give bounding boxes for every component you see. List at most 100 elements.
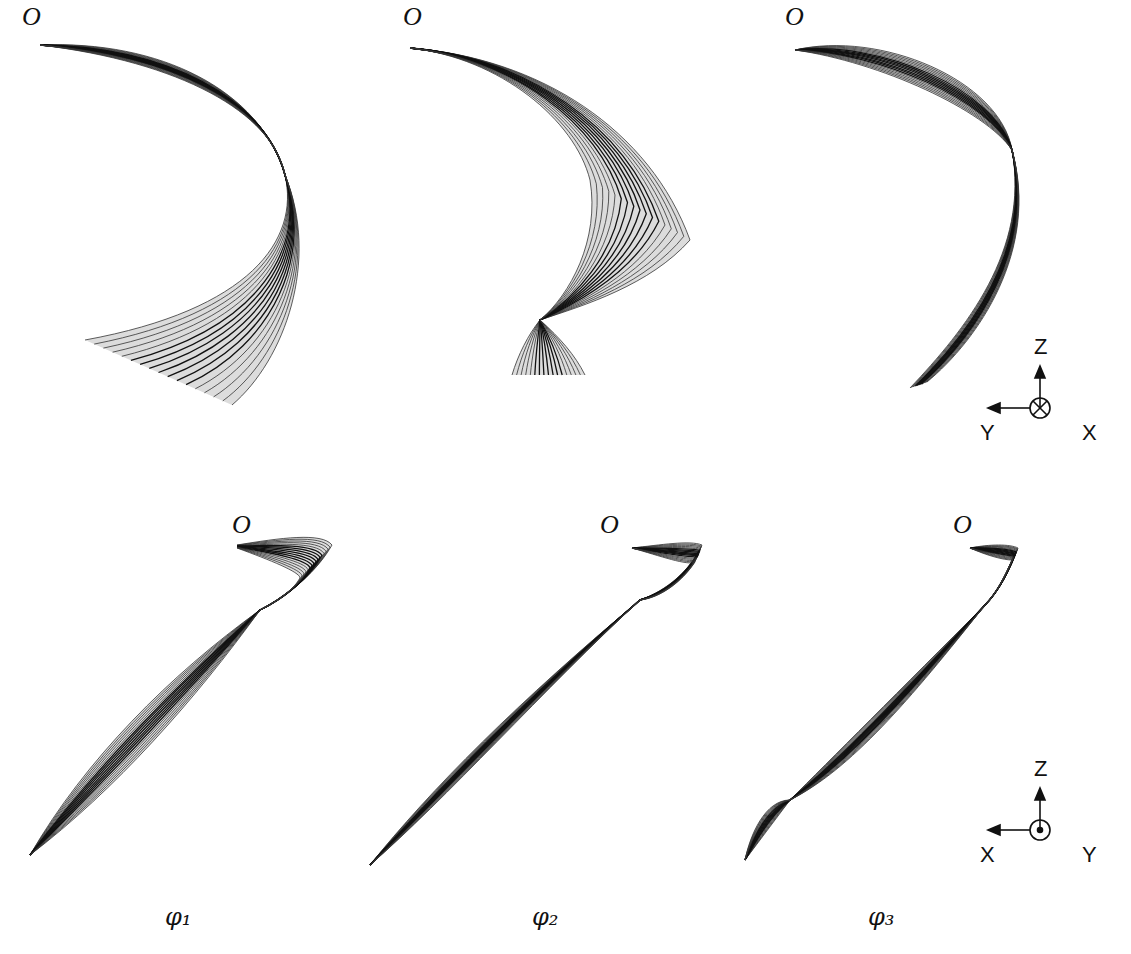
ribbon-line — [40, 45, 292, 373]
ribbon-line — [795, 48, 1016, 386]
ribbon-line — [410, 48, 615, 375]
ribbon-line — [370, 548, 698, 865]
ribbon-line — [30, 539, 330, 855]
ribbon-line — [30, 548, 304, 855]
ribbon-line — [745, 546, 1017, 860]
ribbon-line — [370, 548, 697, 865]
ribbon-line — [30, 548, 300, 855]
ribbon-line — [30, 543, 326, 855]
ribbon-fill — [795, 46, 1019, 388]
ribbon-line — [410, 48, 653, 375]
ribbon-line — [40, 45, 293, 377]
ribbon-line — [40, 45, 289, 352]
ribbon-line — [370, 548, 699, 865]
mode-label: φ₃ — [868, 905, 894, 929]
ribbon-line — [40, 45, 297, 397]
ribbon-line — [410, 48, 678, 375]
axis-label: Y — [980, 422, 995, 444]
axis-label: Z — [1034, 758, 1047, 780]
axis-triad — [988, 366, 1050, 418]
ribbon-line — [410, 48, 684, 375]
ribbon-line — [410, 48, 628, 375]
ribbon-line — [40, 45, 291, 364]
ribbon-line — [370, 548, 699, 865]
ribbon-line — [410, 48, 597, 375]
ribbon-line — [40, 45, 294, 385]
ribbon-line — [40, 45, 293, 381]
ribbon-line — [745, 548, 1016, 860]
ribbon-line — [30, 548, 302, 855]
ribbon-line — [40, 45, 288, 344]
ribbon-line — [30, 546, 318, 855]
ribbon-fill — [40, 45, 299, 405]
ribbon-line — [795, 47, 1015, 387]
ribbon-line — [370, 545, 701, 865]
ribbon-fill — [410, 48, 690, 375]
ribbon-line — [745, 545, 1018, 860]
ribbon-line — [30, 547, 306, 855]
ribbon-line — [795, 49, 1016, 386]
ribbon-line — [370, 548, 696, 865]
ribbon-line — [410, 48, 640, 375]
ribbon-line — [745, 548, 1017, 860]
ribbon-line — [410, 48, 603, 375]
ribbon-line — [370, 548, 700, 865]
origin-label: O — [785, 4, 804, 30]
mode-label: φ₂ — [532, 905, 558, 929]
origin-label: O — [22, 4, 41, 30]
ribbon-line — [410, 48, 646, 375]
origin-label: O — [232, 512, 251, 538]
axis-label: X — [1082, 422, 1097, 444]
ribbon-line — [795, 46, 1015, 387]
ribbon-fill — [745, 545, 1018, 860]
axis-triad — [988, 788, 1050, 840]
ribbon-line — [745, 548, 1014, 860]
ribbon-line — [30, 537, 332, 855]
ribbon-line — [795, 50, 1017, 385]
ribbon-line — [370, 548, 695, 865]
origin-label: O — [953, 512, 972, 538]
ribbon-line — [370, 548, 696, 865]
ribbon-line — [40, 45, 295, 389]
ribbon-line — [370, 544, 702, 865]
ribbon-line — [795, 50, 1018, 384]
axis-label: Z — [1034, 336, 1047, 358]
ribbon-line — [745, 548, 1014, 860]
ribbon-fill — [370, 543, 702, 865]
ribbon-line — [30, 547, 312, 855]
ribbon-line — [30, 546, 320, 855]
origin-label: O — [403, 4, 422, 30]
ribbon-line — [795, 50, 1017, 384]
ribbon-line — [410, 48, 621, 375]
ribbon-line — [745, 548, 1012, 860]
ribbon-line — [30, 547, 316, 856]
ribbon-line — [30, 545, 322, 855]
ribbon-line — [745, 548, 1013, 860]
ribbon-line — [40, 45, 296, 393]
ribbon-line — [795, 50, 1017, 386]
ribbon-line — [30, 547, 308, 855]
ribbon-line — [745, 548, 1013, 860]
ribbon-line — [410, 48, 609, 375]
ribbon-line — [40, 45, 289, 356]
ribbon-line — [30, 544, 324, 855]
ribbon-line — [795, 48, 1016, 387]
ribbon-fill — [30, 537, 332, 855]
ribbon-line — [410, 48, 592, 375]
ribbon-line — [795, 49, 1016, 386]
ribbon-line — [370, 548, 695, 865]
axis-label: X — [980, 844, 995, 866]
ribbon-line — [745, 548, 1015, 860]
origin-label: O — [600, 512, 619, 538]
ribbon-line — [30, 547, 314, 855]
ribbon-line — [795, 46, 1015, 388]
ribbon-line — [370, 548, 699, 865]
ribbon-line — [370, 548, 697, 865]
ribbon-line — [795, 50, 1019, 382]
ribbon-line — [745, 548, 1012, 860]
ribbon-line — [30, 547, 310, 855]
ribbon-group — [30, 45, 1019, 865]
ribbon-line — [745, 547, 1017, 860]
ribbon-line — [795, 50, 1018, 383]
